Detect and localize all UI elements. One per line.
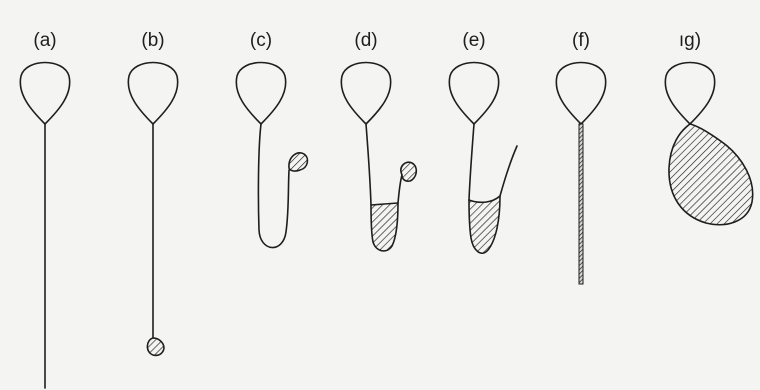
- panel-f-coated-strand: [579, 124, 583, 284]
- panel-g-blob: [669, 124, 753, 225]
- panel-c-loop: [236, 63, 285, 125]
- panel-d-strand-up: [398, 175, 402, 203]
- panel-d-pool: [371, 203, 398, 251]
- panel-f: [556, 63, 605, 285]
- panel-a: [20, 63, 69, 389]
- panel-a-loop: [20, 63, 69, 125]
- panel-g: [665, 63, 752, 225]
- panel-d: [341, 63, 416, 251]
- panel-d-loop: [341, 63, 390, 125]
- panel-b-loop: [128, 63, 177, 125]
- panel-c-drop: [289, 153, 308, 171]
- panel-d-strand-down: [366, 124, 371, 205]
- panel-e-strand-down: [469, 124, 474, 200]
- panel-c-strand: [258, 124, 289, 248]
- panel-e-strand-tip: [500, 146, 517, 196]
- panel-g-loop: [665, 63, 714, 125]
- panel-b: [128, 63, 177, 356]
- panel-e-loop: [449, 63, 498, 125]
- panel-e-pool: [469, 196, 500, 253]
- panel-f-loop: [556, 63, 605, 125]
- panel-d-drop: [401, 162, 416, 181]
- panel-e: [449, 63, 517, 254]
- panel-c: [236, 63, 307, 248]
- panel-b-drop: [147, 338, 164, 355]
